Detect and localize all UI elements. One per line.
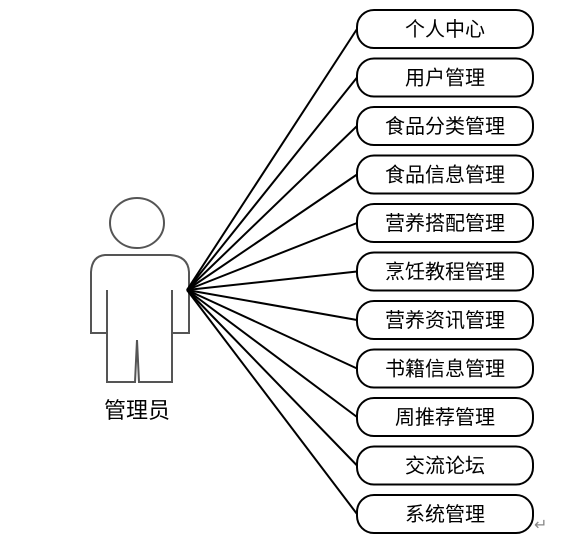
use-case-box [356, 9, 534, 49]
association-line [186, 289, 358, 321]
use-case-box [356, 57, 534, 98]
use-case-item: 个人中心 [356, 9, 534, 49]
association-line [186, 76, 358, 291]
use-case-box [356, 445, 534, 486]
use-case-box [356, 106, 534, 146]
actor-label: 管理员 [104, 399, 170, 424]
use-case-item: 系统管理 [356, 494, 534, 534]
use-case-item: 烹饪教程管理 [356, 251, 534, 292]
association-line [186, 125, 358, 291]
use-case-box [356, 251, 534, 292]
use-case-label: 交流论坛 [405, 454, 485, 478]
use-case-item: 周推荐管理 [356, 397, 534, 437]
actor-admin: 管理员 [90, 197, 190, 424]
use-case-box [356, 154, 534, 195]
use-case-item: 营养资讯管理 [356, 300, 534, 340]
use-case-item: 食品分类管理 [356, 106, 534, 146]
association-line [186, 28, 358, 291]
use-case-label: 食品分类管理 [385, 114, 505, 138]
use-case-label: 系统管理 [405, 502, 485, 526]
use-case-label: 书籍信息管理 [385, 357, 505, 381]
use-case-box [356, 300, 534, 340]
use-case-item: 用户管理 [356, 57, 534, 98]
use-case-item: 食品信息管理 [356, 154, 534, 195]
use-case-label: 烹饪教程管理 [385, 260, 505, 284]
use-case-item: 营养搭配管理 [356, 203, 534, 243]
association-line [186, 222, 358, 291]
use-case-item: 书籍信息管理 [356, 348, 534, 389]
person-icon [90, 197, 190, 383]
use-case-label: 营养资讯管理 [385, 308, 505, 332]
use-case-label: 营养搭配管理 [385, 211, 505, 235]
association-line [186, 173, 358, 291]
return-arrow-icon: ↵ [534, 515, 547, 534]
use-case-box [356, 397, 534, 437]
actor-body [90, 254, 190, 383]
association-line [186, 289, 358, 418]
use-case-label: 个人中心 [405, 17, 485, 41]
actor-head [109, 197, 165, 249]
association-lines [186, 28, 358, 515]
use-case-box [356, 494, 534, 534]
use-case-label: 食品信息管理 [385, 163, 505, 187]
use-case-box [356, 203, 534, 243]
association-line [186, 289, 358, 370]
use-case-list: 个人中心用户管理食品分类管理食品信息管理营养搭配管理烹饪教程管理营养资讯管理书籍… [356, 9, 534, 534]
association-line [186, 289, 358, 515]
use-case-label: 周推荐管理 [395, 405, 495, 429]
use-case-box [356, 348, 534, 389]
use-case-item: 交流论坛 [356, 445, 534, 486]
association-line [186, 289, 358, 467]
use-case-label: 用户管理 [405, 66, 485, 90]
association-line [186, 270, 358, 291]
